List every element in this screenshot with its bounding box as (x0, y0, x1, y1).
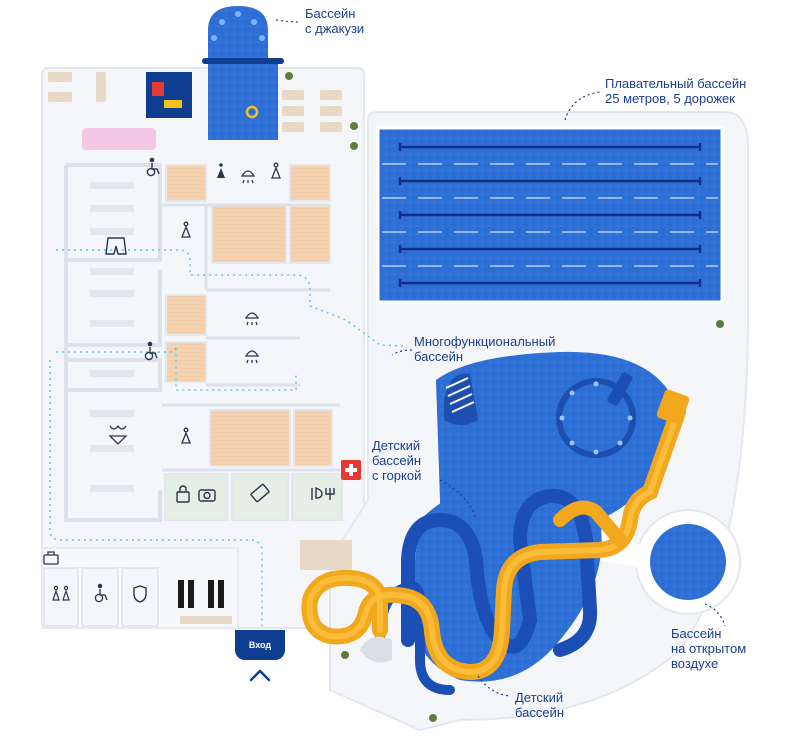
label-line: Многофункциональный (414, 334, 556, 349)
label-line: Детский (372, 438, 421, 453)
life-ring-icon (245, 105, 259, 119)
label-line: бассейн (414, 349, 464, 364)
shower-icon (244, 350, 260, 364)
camera-icon (198, 489, 216, 502)
jacuzzi-pool-body (208, 62, 278, 140)
wheelchair-icon (146, 157, 160, 177)
label-line: Детский (515, 690, 564, 705)
label-line: Плавательный бассейн (605, 76, 747, 91)
label-line: с горкой (372, 468, 422, 483)
bikini-icon (108, 424, 128, 445)
chevron-up-icon[interactable] (248, 668, 272, 682)
label-jacuzzi-pool: Бассейн с джакузи (305, 6, 364, 36)
leader-lines (275, 19, 726, 697)
locker-walls (64, 163, 162, 522)
female-icon (217, 163, 225, 178)
label-line: воздухе (671, 656, 719, 671)
label-line: бассейн (515, 705, 565, 720)
label-line: 25 метров, 5 дорожек (605, 91, 735, 106)
sun-loungers (48, 72, 342, 132)
first-aid-icon (341, 460, 361, 480)
entrance-button[interactable]: Вход (235, 630, 285, 660)
label-line: на открытом (671, 641, 747, 656)
turnstiles (178, 580, 224, 608)
lock-icon (176, 485, 190, 503)
label-line: Бассейн (671, 626, 722, 641)
service-rooms (164, 473, 343, 521)
shower-icon (244, 312, 260, 326)
saunas (165, 164, 333, 467)
swim-shorts-icon (105, 237, 127, 255)
label-line: Бассейн (305, 6, 356, 21)
label-kids-pool: Детский бассейн (515, 690, 564, 720)
label-outdoor-pool: Бассейн на открытом воздухе (671, 626, 746, 671)
pool-steps (445, 377, 475, 413)
lane-lines (400, 145, 700, 285)
female-icon (181, 427, 191, 444)
label-swimming-pool: Плавательный бассейн 25 метров, 5 дороже… (605, 76, 746, 106)
female-icon (181, 221, 191, 238)
cafe-icon (311, 487, 335, 500)
luggage-icon (43, 551, 59, 565)
label-line: бассейн (372, 453, 422, 468)
shower-icon (240, 170, 256, 184)
female-icon (271, 162, 281, 179)
wheelchair-icon (144, 341, 158, 361)
ticket-icon (250, 483, 270, 503)
female-icon (52, 585, 70, 601)
label-multifunctional-pool: Многофункциональный бассейн (414, 334, 555, 364)
label-kids-slide-pool: Детский бассейн с горкой (372, 438, 421, 483)
water-slides (301, 404, 686, 695)
label-line: с джакузи (305, 21, 365, 36)
walking-routes (49, 249, 407, 628)
wheelchair-icon (94, 583, 108, 603)
shield-icon (133, 585, 147, 603)
